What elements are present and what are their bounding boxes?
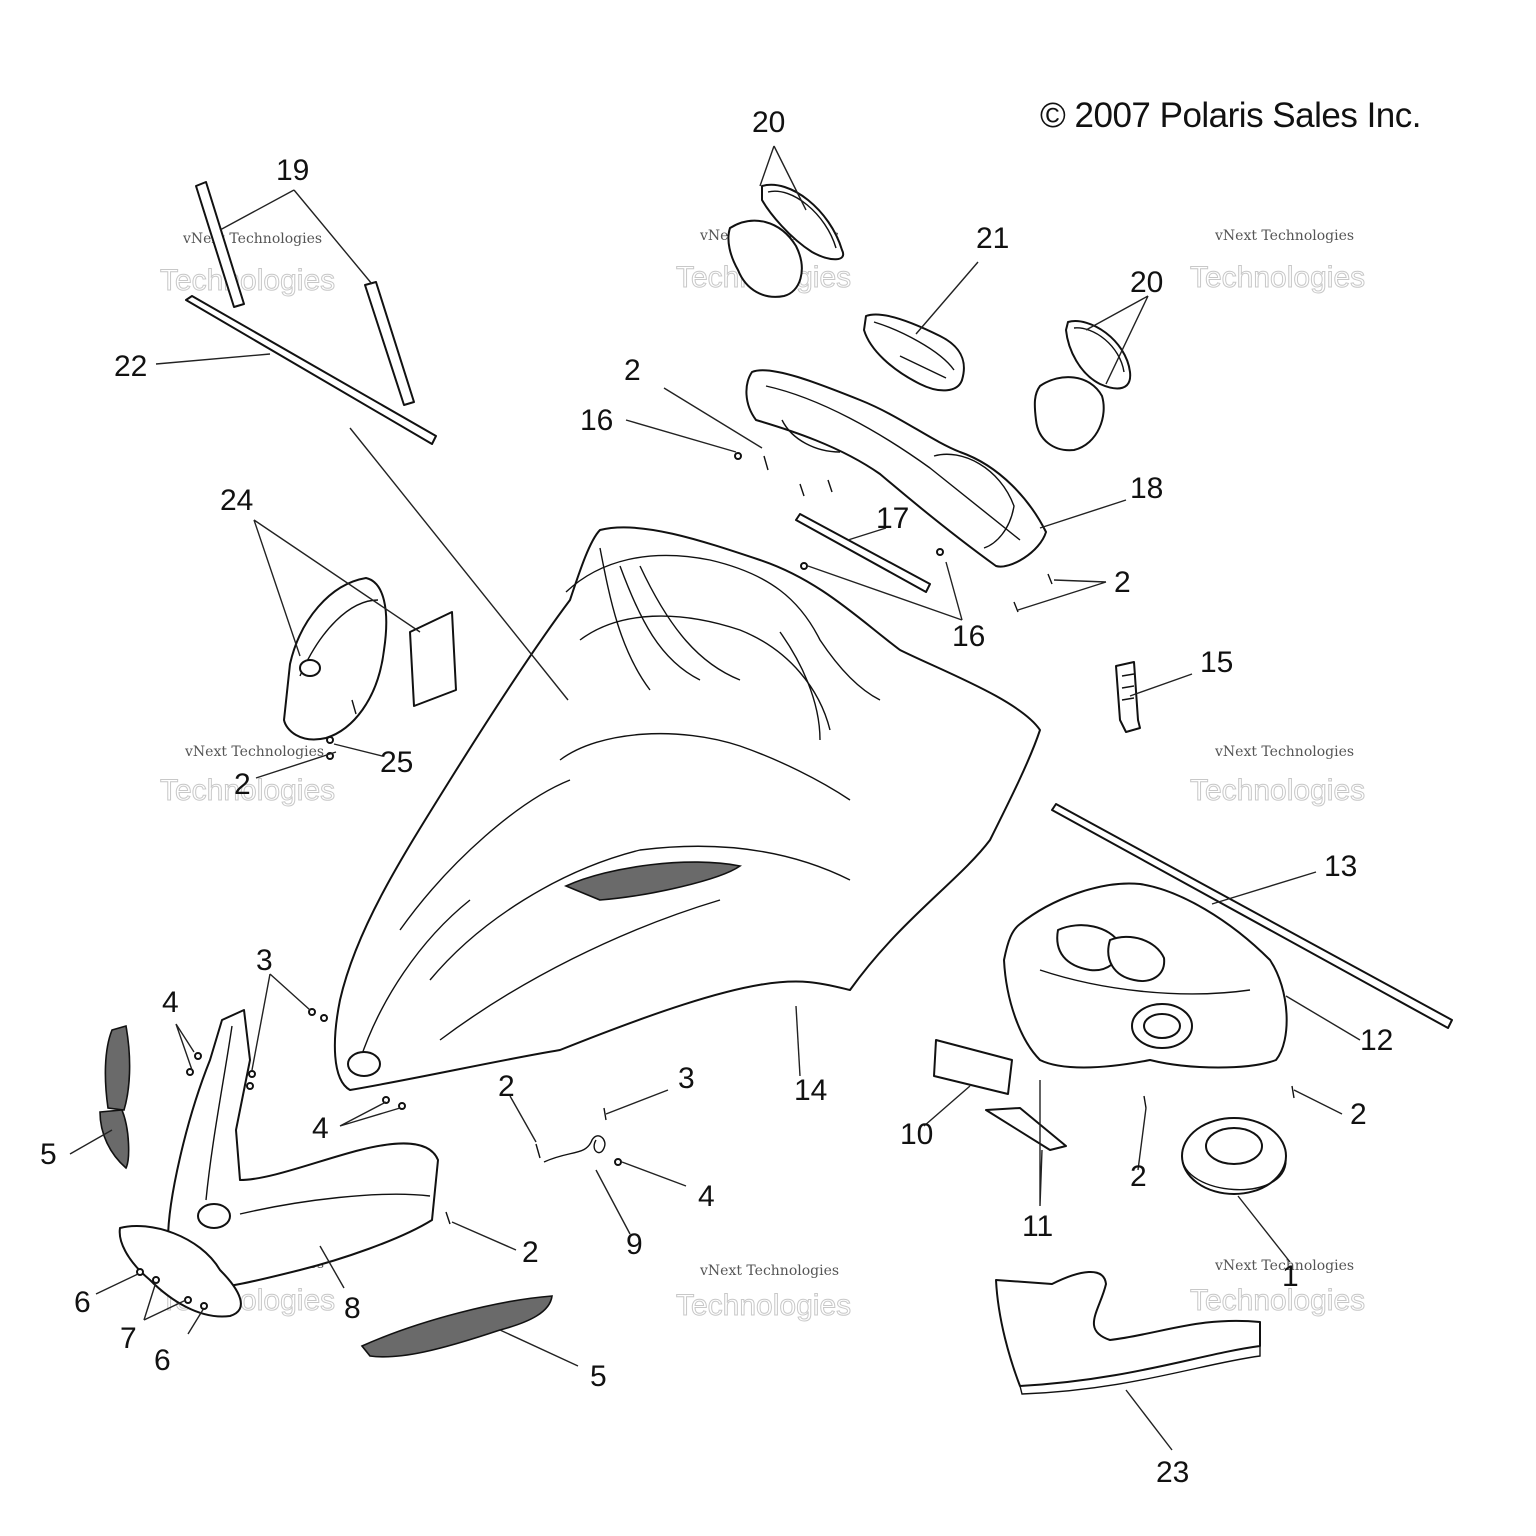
copyright-notice: © 2007 Polaris Sales Inc.: [1040, 96, 1422, 135]
callout-14: 14: [794, 1074, 827, 1107]
callout-24: 24: [220, 484, 253, 517]
callout-2-spring: 2: [498, 1070, 515, 1103]
watermark-large: Technologies: [676, 1289, 851, 1322]
watermark-small: vNext Technologies: [1214, 744, 1354, 760]
part-11-decal: [985, 1107, 1067, 1151]
callout-2-tank-bottom: 2: [1130, 1160, 1147, 1193]
callout-17: 17: [876, 502, 909, 535]
part-24-side-pod: [283, 577, 457, 741]
watermark-top-left: Technologies vNext Technologies: [160, 231, 336, 298]
part-1-ring: [1181, 1117, 1287, 1195]
callout-8: 8: [344, 1292, 361, 1325]
part-9-spring: [543, 1135, 606, 1163]
leader-lines: [69, 145, 1361, 1451]
part-15-clip: [1115, 661, 1141, 733]
callout-13: 13: [1324, 850, 1357, 883]
part-13-strip: [1051, 803, 1453, 1029]
part-20-mirror-right: [1033, 320, 1132, 452]
callout-18: 18: [1130, 472, 1163, 505]
callout-23: 23: [1156, 1456, 1189, 1489]
callout-2-bumper: 2: [522, 1236, 539, 1269]
part-5-grip-left: [99, 1024, 131, 1170]
watermark-small: vNext Technologies: [1214, 228, 1354, 244]
watermark-small: vNext Technologies: [1214, 1258, 1354, 1274]
callout-7: 7: [120, 1322, 137, 1355]
part-18-instrument-pod: [745, 369, 1047, 568]
callout-16-upper: 16: [580, 404, 613, 437]
watermark-bottom-right: Technologies vNext Technologies: [1190, 1258, 1366, 1318]
part-5-grip-bottom: [360, 1295, 553, 1358]
part-19-trim-strips: [195, 181, 415, 406]
callout-6-lower: 6: [154, 1344, 171, 1377]
watermark-small: vNext Technologies: [184, 744, 324, 760]
callout-22: 22: [114, 350, 147, 383]
part-17-strip: [795, 513, 931, 593]
callout-4-bumper-upper: 4: [162, 986, 179, 1019]
callout-4-spring: 4: [698, 1180, 715, 1213]
watermark-bottom-center: Technologies vNext Technologies: [676, 1263, 852, 1323]
watermark-middle-left: Technologies vNext Technologies: [160, 744, 336, 808]
callout-2-side-pod: 2: [234, 768, 251, 801]
fasteners: [136, 452, 1295, 1310]
watermark-large: Technologies: [160, 774, 335, 807]
watermark-large: Technologies: [1190, 261, 1365, 294]
callout-5-bottom: 5: [590, 1360, 607, 1393]
callout-11: 11: [1022, 1210, 1053, 1243]
part-20-mirror-upper: [727, 183, 845, 298]
callout-19: 19: [276, 154, 309, 187]
callout-labels: 20 19 21 20 22 2 16 18 24 17 2 16 15 25 …: [40, 106, 1393, 1489]
part-21-gauge: [863, 313, 965, 392]
callout-2-tank-right: 2: [1350, 1098, 1367, 1131]
callout-2-pod-right: 2: [1114, 566, 1131, 599]
watermark-large: Technologies: [160, 264, 335, 297]
part-14-hood: [333, 526, 1041, 1091]
callout-15: 15: [1200, 646, 1233, 679]
watermark-large: Technologies: [1190, 774, 1365, 807]
callout-5-left: 5: [40, 1138, 57, 1171]
part-22-trim-strip: [185, 295, 437, 445]
callout-1: 1: [1282, 1260, 1299, 1293]
part-23-pad: [995, 1270, 1261, 1395]
part-12-fuel-tank: [1003, 882, 1288, 1069]
callout-20-right: 20: [1130, 266, 1163, 299]
callout-25: 25: [380, 746, 413, 779]
callout-4-bumper-lower: 4: [312, 1112, 329, 1145]
callout-3-spring: 3: [678, 1062, 695, 1095]
callout-20-upper: 20: [752, 106, 785, 139]
callout-12: 12: [1360, 1024, 1393, 1057]
callout-16-lower: 16: [952, 620, 985, 653]
callout-6-upper: 6: [74, 1286, 91, 1319]
watermark-large: Technologies: [1190, 1284, 1365, 1317]
watermark-top-right: Technologies vNext Technologies: [1190, 228, 1366, 295]
callout-3-bumper: 3: [256, 944, 273, 977]
watermark-small: vNext Technologies: [699, 1263, 839, 1279]
callout-10: 10: [900, 1118, 933, 1151]
callout-9: 9: [626, 1228, 643, 1261]
watermark-middle-right: Technologies vNext Technologies: [1190, 744, 1366, 808]
part-8-bumper: [118, 1009, 439, 1318]
callout-21: 21: [976, 222, 1009, 255]
callout-2-pod: 2: [624, 354, 641, 387]
part-10-decal: [933, 1039, 1013, 1095]
watermark-small: vNext Technologies: [182, 231, 322, 247]
